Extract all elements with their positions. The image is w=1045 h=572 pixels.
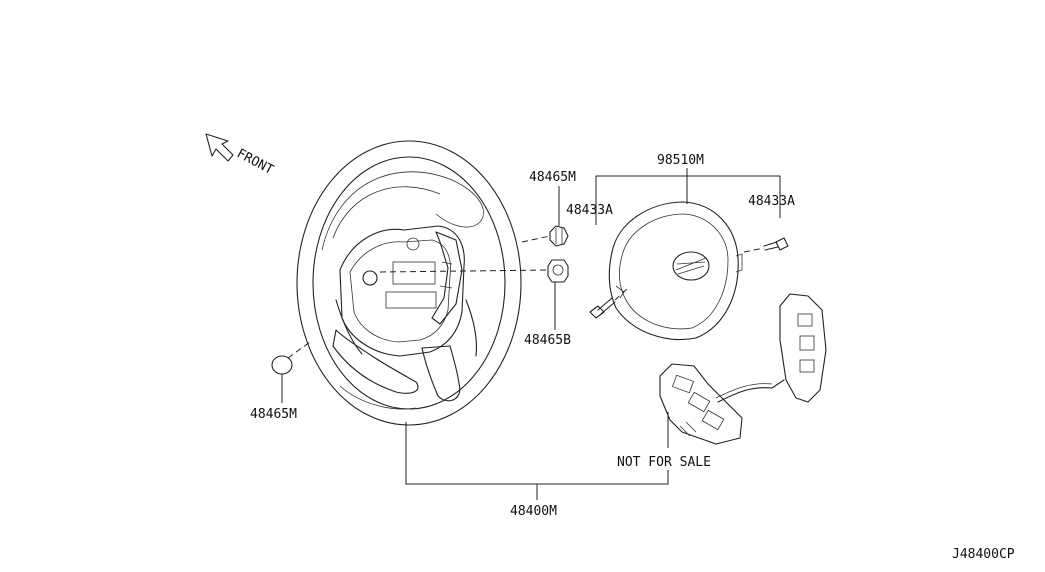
bolt-48433A-right — [763, 237, 789, 251]
label-98510M: 98510M — [657, 153, 704, 168]
label-not-for-sale: NOT FOR SALE — [617, 455, 711, 470]
switch-harness — [717, 379, 785, 403]
cap-48465M-top — [549, 225, 569, 247]
front-arrow-icon — [205, 133, 234, 162]
steering-wheel — [296, 140, 522, 426]
front-label: FRONT — [234, 146, 276, 178]
airbag-module — [608, 201, 743, 341]
bracket-98510M — [595, 175, 781, 225]
label-48465B: 48465B — [524, 333, 571, 348]
label-48465M-top: 48465M — [529, 170, 576, 185]
steering-switch-right — [779, 293, 827, 403]
label-48400M: 48400M — [510, 504, 557, 519]
nut-48465B — [547, 259, 569, 283]
diagram-code: J48400CP — [952, 547, 1015, 562]
label-48433A-left: 48433A — [566, 203, 613, 218]
leader-48465B-dash — [379, 269, 551, 273]
leader-48465M-left-dash — [287, 341, 311, 359]
leader-48433A-right-dash — [743, 247, 765, 253]
leader-48433A-left-dash — [614, 287, 629, 301]
label-48465M-left: 48465M — [250, 407, 297, 422]
cap-48465M-left — [271, 355, 293, 375]
bolt-48433A-left — [589, 297, 616, 319]
leader-48465M-top-dash — [521, 235, 551, 243]
bracket-48400M — [405, 422, 669, 485]
steering-switch-left — [659, 363, 743, 445]
label-48433A-right: 48433A — [748, 194, 795, 209]
